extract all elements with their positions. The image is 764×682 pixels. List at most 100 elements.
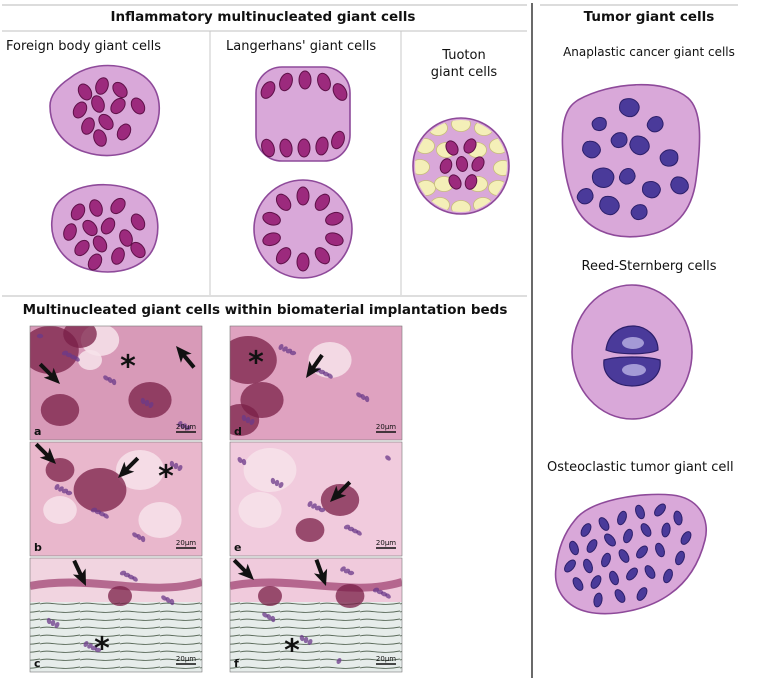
tumor-title: Tumor giant cells [583,9,715,25]
nucleus [298,70,312,90]
nucleus [332,83,348,101]
nucleus [626,567,638,581]
panel-letter-c: c [34,657,41,670]
nucleus [670,176,689,195]
micrograph-content: * [30,558,202,672]
asterisk-marker: * [284,634,300,669]
nucleus [130,97,146,115]
cell-nucleus-speck [311,503,317,509]
foreign-body-label: Foreign body giant cells [6,39,161,54]
nucleus [464,174,478,190]
asterisk-marker: * [94,632,110,667]
nucleus [72,101,88,119]
nucleus [572,577,584,591]
nucleus [593,592,603,608]
nucleus [646,116,664,133]
reed-sternberg-label: Reed-Sternberg cells [581,259,717,274]
panel-letter-d: d [234,425,242,438]
arrow-marker [34,442,56,464]
nucleus [93,129,107,147]
reed-sternberg-nucleolus-lower [622,364,646,376]
nucleus [110,197,126,215]
cell-nucleus-speck [173,462,179,470]
nucleus [630,204,648,221]
nucleus [564,559,576,573]
fiber-texture [30,602,202,672]
nucleus [77,83,93,101]
langerhans-cell-2-nuclei [262,186,344,272]
micrograph-border [229,325,403,441]
osteoclastic-label: Osteoclastic tumor giant cell [547,460,734,475]
cell-nucleus-speck [58,486,64,492]
nucleus [590,575,602,589]
nucleus [614,589,626,603]
nucleus [617,510,627,526]
nucleus [635,504,645,520]
nucleus [609,570,619,586]
nucleus [644,565,656,579]
nucleus [599,195,620,216]
vacuole [451,120,471,132]
nucleus [642,181,661,199]
cell-nucleus-speck [61,488,69,494]
cell-nucleus-speck [307,501,313,507]
foreign-body-cell-1 [49,64,161,157]
fiber-texture [230,602,402,672]
cell-nucleus-speck [340,566,346,572]
nucleus [315,136,329,156]
tissue-dark [45,458,75,482]
nucleus [110,97,126,115]
tissue-band [230,578,402,592]
nucleus [314,193,331,211]
scale-bar-label: 20µm [176,423,196,431]
cell-nucleus-speck [364,395,370,403]
tissue-dark [335,584,365,608]
nucleus [297,138,311,158]
panel-letter-a: a [34,425,41,438]
cell-nucleus-speck [307,639,313,645]
cell-nucleus-speck [237,457,243,463]
cell-nucleus-speck [90,507,98,513]
tissue-dark [230,336,277,384]
cell-nucleus-speck [343,524,351,530]
foreign-body-cell-2-nuclei [63,197,146,271]
nucleus [91,95,105,113]
micrograph-content [230,442,402,556]
nucleus [275,247,292,265]
nucleus [610,132,628,149]
micrograph-border [229,557,403,673]
tissue-light [116,450,164,490]
vacuole [451,200,471,212]
cell-nucleus-speck [181,423,187,429]
cell-nucleus-speck [61,350,69,356]
cell-nucleus-speck [336,658,342,664]
tissue-dark [63,326,97,348]
nucleus [580,523,592,537]
nucleus [74,239,90,257]
nucleus [675,550,685,566]
cell-nucleus-speck [161,595,167,601]
micrograph-content: * [30,442,202,556]
cell-nucleus-speck [285,348,293,354]
nucleus [680,531,692,545]
nucleus [569,540,579,556]
nucleus [331,130,345,150]
tissue-band [30,578,202,592]
nucleus [279,72,293,92]
micrograph-border [29,441,203,557]
nucleus [87,253,103,271]
tissue-dark [73,468,127,512]
nucleus [471,156,485,172]
cell-nucleus-speck [54,484,60,490]
tissue-light [243,448,297,492]
nucleus [262,232,281,247]
cell-nucleus-speck [87,643,93,649]
cell-nucleus-speck [262,612,268,618]
tissue-dark [40,394,80,426]
